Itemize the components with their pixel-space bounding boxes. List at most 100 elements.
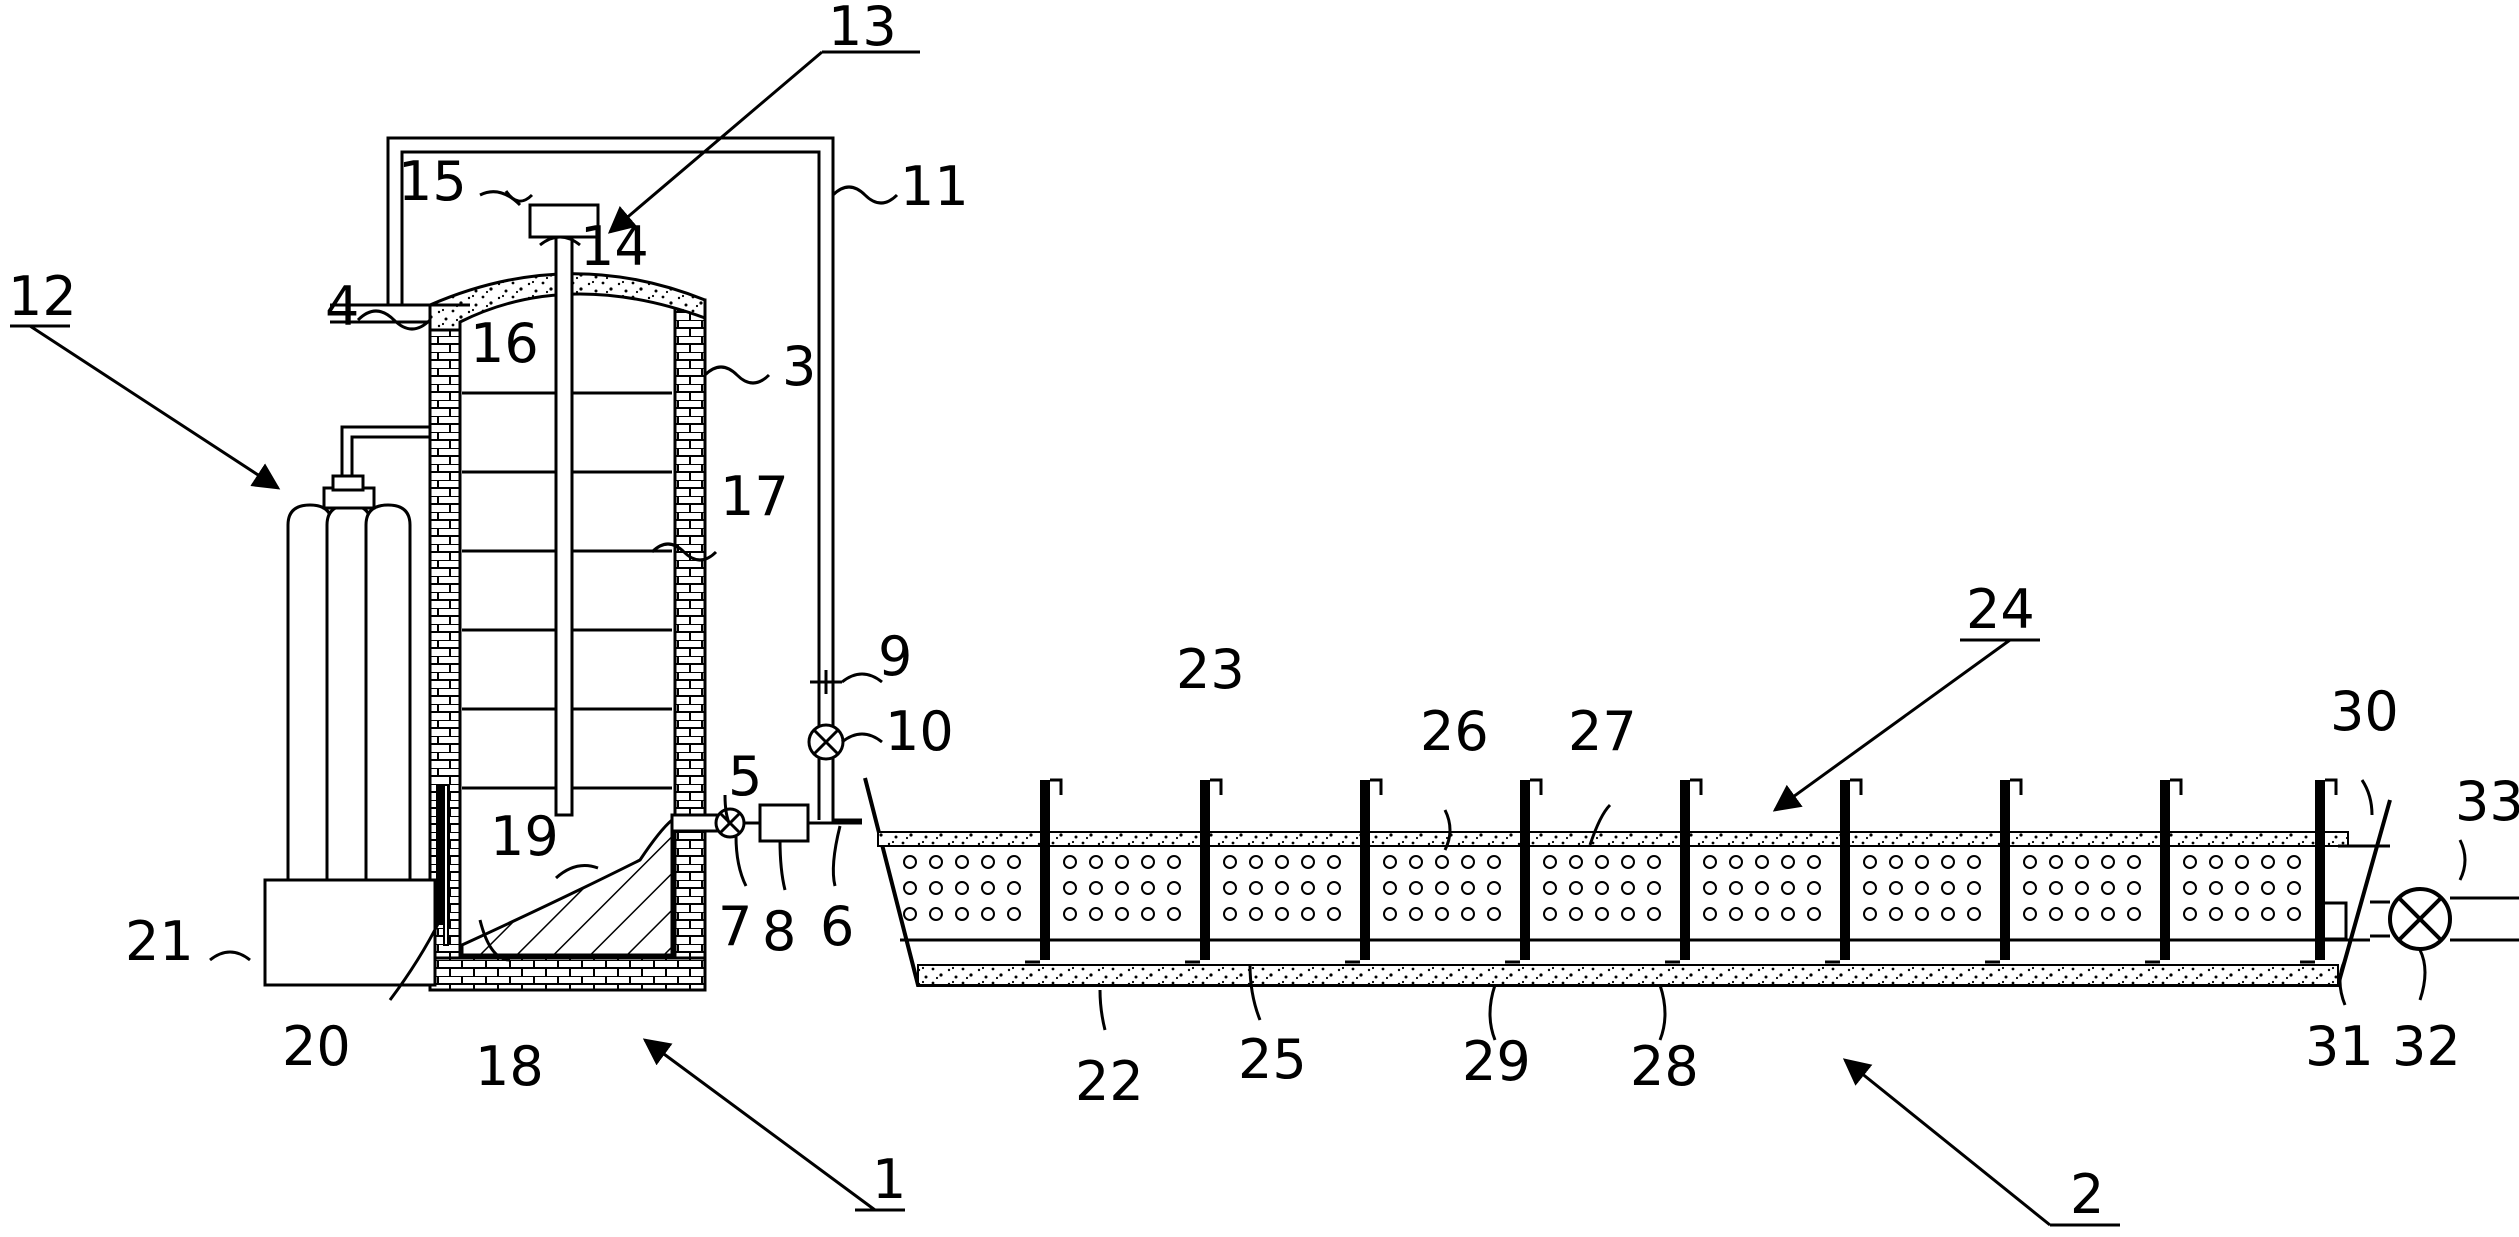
label-8: 8 — [762, 900, 796, 963]
media-bead — [1889, 881, 1903, 895]
media-bead — [1647, 855, 1661, 869]
baffles-23 — [1025, 778, 2338, 964]
media-bead — [1461, 855, 1475, 869]
media-26 — [903, 855, 2301, 921]
label-18: 18 — [475, 1035, 544, 1098]
baffle — [2160, 780, 2170, 960]
media-bead — [1889, 907, 1903, 921]
media-bead — [1461, 907, 1475, 921]
label-29: 29 — [1462, 1030, 1531, 1093]
media-bead — [1435, 907, 1449, 921]
media-bead — [1941, 881, 1955, 895]
baffle-bracket — [1985, 778, 2023, 964]
label-31: 31 — [2305, 1015, 2374, 1078]
baffle — [1840, 780, 1850, 960]
media-bead — [1383, 881, 1397, 895]
baffle — [1360, 780, 1370, 960]
label-30: 30 — [2330, 680, 2399, 743]
media-bead — [1301, 881, 1315, 895]
media-bead — [1729, 881, 1743, 895]
heater-rod — [443, 784, 449, 946]
media-bead — [2049, 907, 2063, 921]
label-20: 20 — [282, 1015, 351, 1078]
media-bead — [2049, 881, 2063, 895]
media-bead — [1781, 907, 1795, 921]
media-bead — [1915, 907, 1929, 921]
gas-pipe-11 — [386, 136, 862, 822]
media-bead — [1569, 907, 1583, 921]
label-10: 10 — [885, 700, 954, 763]
baffle-bracket — [1665, 778, 1703, 964]
stirrer-shaft-16 — [554, 233, 574, 817]
media-bead — [2023, 881, 2037, 895]
media-bead — [1409, 881, 1423, 895]
media-bead — [2023, 855, 2037, 869]
baffle-bracket — [2145, 778, 2183, 964]
baffle — [1680, 780, 1690, 960]
media-bead — [2101, 855, 2115, 869]
motor-15 — [528, 203, 600, 239]
digester-tank — [428, 203, 720, 992]
media-bead — [1275, 881, 1289, 895]
valve-10 — [807, 723, 845, 761]
label-21: 21 — [125, 910, 194, 973]
media-bead — [955, 855, 969, 869]
media-bead — [1089, 907, 1103, 921]
media-bead — [1967, 855, 1981, 869]
media-bead — [1115, 855, 1129, 869]
media-bead — [1729, 855, 1743, 869]
media-bead — [1115, 907, 1129, 921]
media-bead — [1089, 881, 1103, 895]
media-bead — [1141, 907, 1155, 921]
media-bead — [981, 855, 995, 869]
labels: 1 2 3 4 5 6 7 8 9 10 11 12 13 14 15 16 1… — [8, 0, 2519, 1226]
label-23: 23 — [1176, 638, 1245, 701]
media-bead — [1007, 907, 1021, 921]
gas-outlet-pipe-4 — [330, 303, 470, 324]
media-bead — [1703, 907, 1717, 921]
media-bead — [2287, 907, 2301, 921]
baffle-bracket — [1025, 778, 1063, 964]
media-bead — [1621, 881, 1635, 895]
label-5: 5 — [728, 745, 762, 808]
media-bead — [1703, 855, 1717, 869]
media-bead — [1863, 855, 1877, 869]
media-bead — [1249, 881, 1263, 895]
media-bead — [1863, 881, 1877, 895]
media-bead — [1755, 907, 1769, 921]
baffle — [1520, 780, 1530, 960]
label-22: 22 — [1075, 1050, 1144, 1113]
media-bead — [2235, 855, 2249, 869]
media-bead — [2101, 907, 2115, 921]
label-27: 27 — [1568, 700, 1637, 763]
media-bead — [1115, 881, 1129, 895]
tank-dome — [428, 272, 707, 332]
media-bead — [1275, 855, 1289, 869]
media-bead — [1327, 855, 1341, 869]
leader-lines — [10, 50, 2467, 1227]
gas-cylinders-12 — [286, 425, 430, 884]
media-bead — [1223, 855, 1237, 869]
label-17: 17 — [720, 465, 789, 528]
media-bead — [2209, 907, 2223, 921]
media-bead — [1595, 855, 1609, 869]
label-4: 4 — [325, 275, 359, 338]
media-bead — [2235, 907, 2249, 921]
label-19: 19 — [490, 805, 559, 868]
media-bead — [1141, 855, 1155, 869]
media-bead — [2287, 881, 2301, 895]
top-layer-27 — [877, 831, 2349, 847]
media-bead — [1703, 881, 1717, 895]
media-bead — [1461, 881, 1475, 895]
media-bead — [1807, 881, 1821, 895]
outlet-pipe-33 — [2450, 896, 2519, 942]
media-bead — [1007, 855, 1021, 869]
label-11: 11 — [900, 155, 969, 218]
tank-floor — [428, 956, 707, 992]
baffle-bracket — [1185, 778, 1223, 964]
media-bead — [1383, 907, 1397, 921]
label-28: 28 — [1630, 1035, 1699, 1098]
media-bead — [1543, 907, 1557, 921]
media-bead — [1863, 907, 1877, 921]
